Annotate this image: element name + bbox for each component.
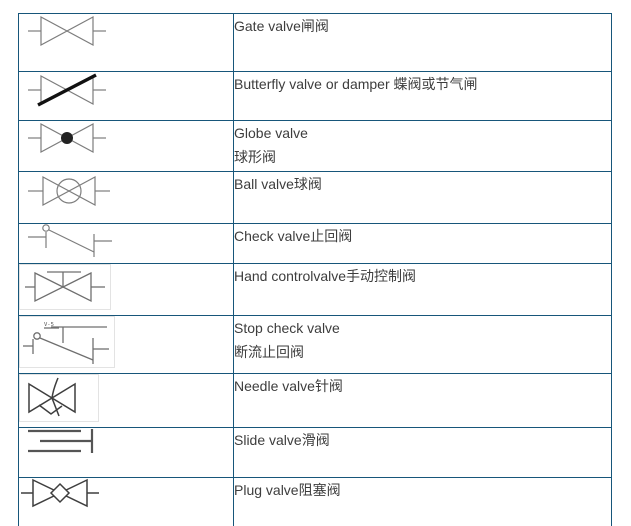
valve-name: Gate valve闸阀 (234, 18, 329, 34)
table-row-ball-valve: Ball valve球阀 (18, 171, 612, 224)
slide-valve-label-cell: Slide valve滑阀 (233, 427, 612, 478)
hand-control-valve-label-cell: Hand controlvalve手动控制阀 (233, 263, 612, 316)
table-row-stop-check-valve: V-5 Stop check valve 断流止回阀 (18, 315, 612, 374)
slide-valve-symbol-cell (18, 427, 234, 478)
stop-check-valve-image-frame: V-5 (19, 316, 115, 368)
table-row-hand-control-valve: Hand controlvalve手动控制阀 (18, 263, 612, 316)
globe-valve-icon (28, 122, 106, 154)
stop-check-valve-label-cell: Stop check valve 断流止回阀 (233, 315, 612, 374)
table-row-butterfly-valve: Butterfly valve or damper 蝶阀或节气闸 (18, 71, 612, 121)
stop-check-valve-icon: V-5 (23, 322, 109, 364)
valve-name: Stop check valve (234, 320, 340, 336)
gate-valve-icon (28, 15, 106, 47)
gate-valve-label-cell: Gate valve闸阀 (233, 13, 612, 72)
needle-valve-label-cell: Needle valve针阀 (233, 373, 612, 428)
slide-valve-icon (28, 429, 94, 453)
valve-name-cn: 断流止回阀 (234, 344, 304, 360)
butterfly-valve-icon (28, 73, 106, 107)
hand-control-valve-symbol-cell (18, 263, 234, 316)
needle-valve-image-frame (19, 374, 99, 422)
ball-valve-label-cell: Ball valve球阀 (233, 171, 612, 224)
valve-name: Ball valve球阀 (234, 176, 322, 192)
valve-name: Check valve止回阀 (234, 228, 353, 244)
valve-name-cn: 球形阀 (234, 149, 276, 165)
butterfly-valve-symbol-cell (18, 71, 234, 121)
valve-name: Globe valve (234, 125, 308, 141)
hand-control-valve-image-frame (19, 264, 111, 310)
plug-valve-symbol-cell (18, 477, 234, 526)
table-row-slide-valve: Slide valve滑阀 (18, 427, 612, 478)
plug-valve-label-cell: Plug valve阻塞阀 (233, 477, 612, 526)
table-row-gate-valve: Gate valve闸阀 (18, 13, 612, 72)
check-valve-symbol-cell (18, 223, 234, 264)
globe-valve-symbol-cell (18, 120, 234, 172)
valve-name: Plug valve阻塞阀 (234, 482, 341, 498)
valve-name: Hand controlvalve手动控制阀 (234, 268, 417, 284)
needle-valve-icon (28, 377, 76, 417)
needle-valve-symbol-cell (18, 373, 234, 428)
valve-symbol-table: Gate valve闸阀 Butterfly valve or damper 蝶… (18, 13, 612, 526)
check-valve-icon (28, 224, 112, 257)
valve-name: Needle valve针阀 (234, 378, 343, 394)
valve-name: Slide valve滑阀 (234, 432, 330, 448)
valve-tag-label: V-5 (44, 322, 54, 328)
ball-valve-symbol-cell (18, 171, 234, 224)
table-row-plug-valve: Plug valve阻塞阀 (18, 477, 612, 526)
gate-valve-symbol-cell (18, 13, 234, 72)
butterfly-valve-label-cell: Butterfly valve or damper 蝶阀或节气闸 (233, 71, 612, 121)
ball-valve-icon (28, 175, 110, 207)
stop-check-valve-symbol-cell: V-5 (18, 315, 234, 374)
hand-control-valve-icon (25, 271, 105, 303)
table-row-check-valve: Check valve止回阀 (18, 223, 612, 264)
plug-valve-icon (21, 478, 99, 508)
check-valve-label-cell: Check valve止回阀 (233, 223, 612, 264)
valve-name: Butterfly valve or damper 蝶阀或节气闸 (234, 76, 478, 92)
table-row-needle-valve: Needle valve针阀 (18, 373, 612, 428)
table-row-globe-valve: Globe valve 球形阀 (18, 120, 612, 172)
globe-valve-label-cell: Globe valve 球形阀 (233, 120, 612, 172)
